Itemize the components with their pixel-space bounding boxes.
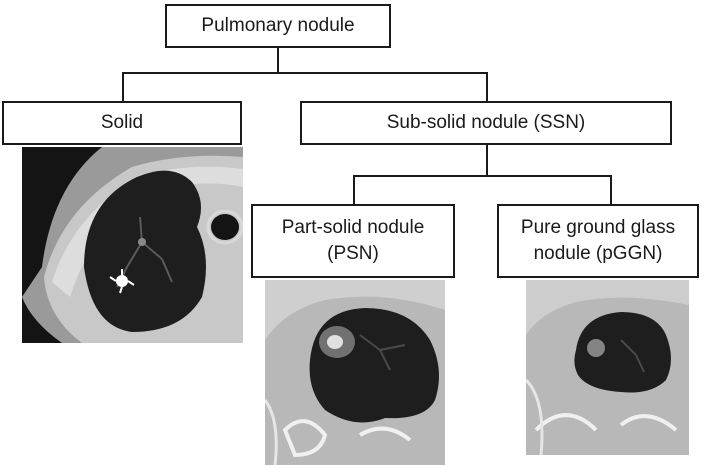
solid-box: Solid (2, 101, 242, 145)
solid-label: Solid (100, 112, 144, 134)
solid-nodule-ct-image (22, 147, 243, 343)
pure-ground-glass-nodule-label: Pure ground glass nodule (pGGN) (520, 217, 676, 264)
part-solid-nodule-ct-image (265, 280, 445, 465)
pulmonary-nodule-label: Pulmonary nodule (201, 15, 355, 37)
connector-ssn-down (486, 143, 488, 176)
pulmonary-nodule-box: Pulmonary nodule (165, 4, 391, 48)
part-solid-nodule-box: Part-solid nodule (PSN) (251, 204, 455, 278)
connector-level1-bar (122, 72, 487, 74)
connector-root-down (277, 46, 279, 73)
connector-to-ssn (486, 72, 488, 102)
ground-glass-nodule-ct-image (526, 280, 689, 455)
sub-solid-nodule-label: Sub-solid nodule (SSN) (386, 112, 586, 134)
connector-to-psn (353, 175, 355, 205)
part-solid-nodule-label: Part-solid nodule (PSN) (281, 217, 425, 264)
connector-level2-bar (353, 175, 611, 177)
pure-ground-glass-nodule-box: Pure ground glass nodule (pGGN) (497, 204, 699, 278)
sub-solid-nodule-box: Sub-solid nodule (SSN) (300, 101, 672, 145)
connector-to-pggn (610, 175, 612, 205)
connector-to-solid (122, 72, 124, 102)
